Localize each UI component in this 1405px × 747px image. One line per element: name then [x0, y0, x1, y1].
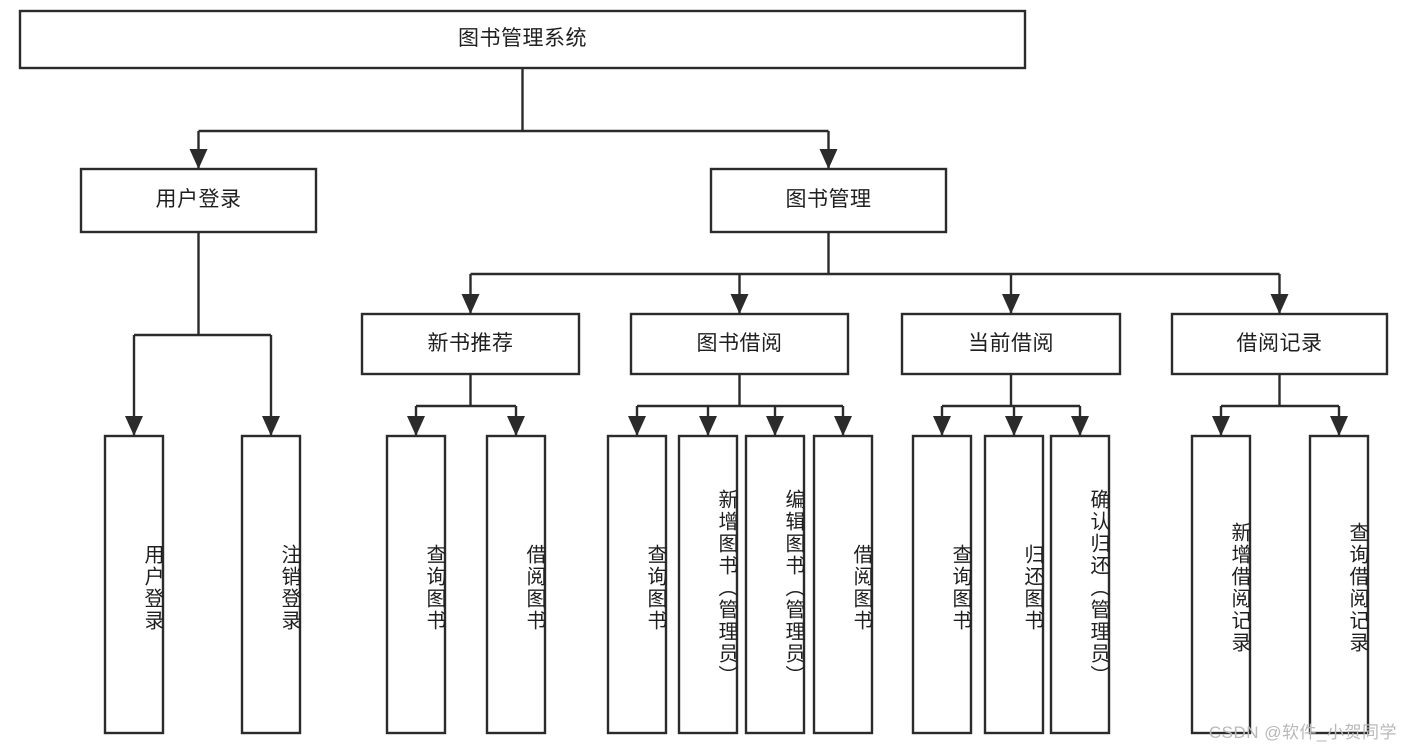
- node-box-leaf-return-book[interactable]: [983, 434, 1045, 735]
- node-box-book-borrow[interactable]: [629, 312, 850, 376]
- node-box-leaf-borrow-book-2[interactable]: [812, 434, 874, 735]
- arrow-head-icon-leaf-add-book: [699, 416, 717, 436]
- arrow-head-icon-leaf-borrow-book-1: [507, 416, 525, 436]
- node-box-leaf-user-login[interactable]: [103, 434, 165, 735]
- node-box-leaf-add-book[interactable]: [677, 434, 739, 735]
- arrow-head-icon-new-book-recommend: [461, 294, 480, 314]
- node-box-current-borrow[interactable]: [900, 312, 1122, 376]
- node-box-leaf-add-record[interactable]: [1190, 434, 1252, 735]
- node-box-leaf-query-book-3[interactable]: [911, 434, 973, 735]
- arrow-head-icon-leaf-edit-book: [766, 416, 784, 436]
- node-box-leaf-confirm-return[interactable]: [1049, 434, 1111, 735]
- arrow-head-icon-leaf-query-book-3: [933, 416, 951, 436]
- arrow-head-icon-borrow-record: [1270, 294, 1289, 314]
- node-box-borrow-record[interactable]: [1170, 312, 1389, 376]
- node-box-book-management[interactable]: [709, 167, 948, 234]
- arrow-head-icon-leaf-logout: [262, 416, 280, 436]
- arrow-head-icon-leaf-query-book-1: [407, 416, 425, 436]
- arrow-head-icon-book-borrow: [730, 294, 749, 314]
- arrow-head-icon-leaf-confirm-return: [1071, 416, 1089, 436]
- node-box-leaf-logout[interactable]: [240, 434, 302, 735]
- arrow-head-icon-user-login: [189, 149, 208, 169]
- node-box-leaf-query-book-1[interactable]: [385, 434, 447, 735]
- arrow-head-icon-leaf-query-book-2: [628, 416, 646, 436]
- node-box-layer: [18, 9, 1389, 735]
- arrow-head-icon-leaf-borrow-book-2: [834, 416, 852, 436]
- node-box-leaf-borrow-book-1[interactable]: [485, 434, 547, 735]
- node-box-user-login[interactable]: [79, 167, 318, 234]
- arrow-head-icon-leaf-add-record: [1212, 416, 1230, 436]
- edge-layer: [125, 68, 1348, 436]
- arrow-head-icon-leaf-return-book: [1005, 416, 1023, 436]
- node-box-new-book-recommend[interactable]: [360, 312, 581, 376]
- arrow-head-icon-leaf-user-login: [125, 416, 143, 436]
- arrow-head-icon-current-borrow: [1002, 294, 1020, 314]
- node-box-leaf-query-book-2[interactable]: [606, 434, 668, 735]
- arrow-head-icon-leaf-query-record: [1330, 416, 1348, 436]
- node-box-root[interactable]: [18, 9, 1027, 70]
- node-box-leaf-edit-book[interactable]: [744, 434, 806, 735]
- node-box-leaf-query-record[interactable]: [1308, 434, 1370, 735]
- arrow-head-icon-book-management: [819, 149, 838, 169]
